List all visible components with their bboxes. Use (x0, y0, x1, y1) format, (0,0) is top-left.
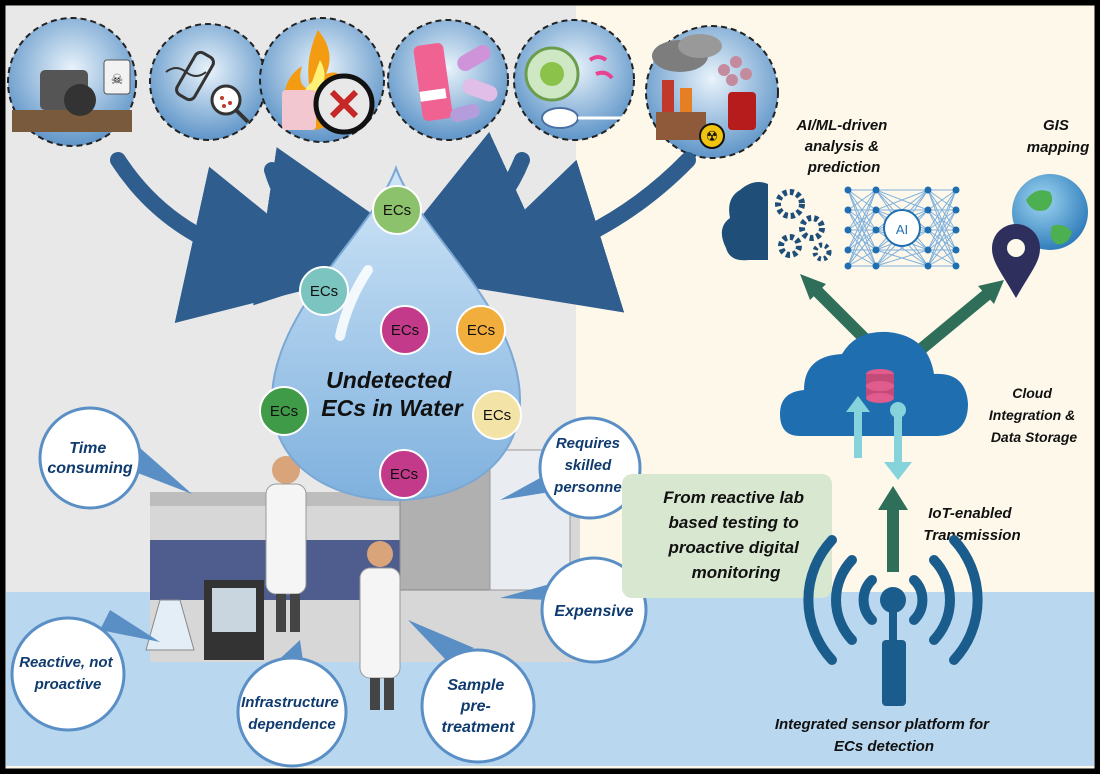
ec-bubble: ECs (456, 305, 506, 355)
svg-text:Requires skilled: Requires skilled personnel (553, 435, 627, 496)
svg-text:☢: ☢ (706, 128, 719, 144)
ec-bubble-label: ECs (270, 403, 298, 420)
pharmaceutical-pills-icon (387, 19, 509, 141)
callout-reactive-line2: proactive (34, 676, 102, 693)
brain-gear-icon (721, 182, 832, 262)
callout-reactive: Reactive, not proactive (10, 610, 160, 732)
callout-time-consuming: Time consuming (38, 406, 192, 510)
transition-line4: monitoring (692, 563, 781, 582)
cloud-block: Cloud Integration & Data Storage (780, 331, 1079, 480)
svg-text:Undetected ECs in Water: Undetected ECs in Water (321, 367, 463, 421)
gis-line2: mapping (1027, 139, 1090, 156)
ec-bubble-circle (379, 449, 429, 499)
callout-skilled-line1: Requires (556, 435, 620, 452)
limitation-callouts: Time consuming Requires skilled personne… (10, 406, 648, 768)
cloud-line1: Cloud (1012, 385, 1052, 401)
svg-text:Infrastructure depende: Infrastructure dependence (241, 694, 343, 733)
neural-network-icon: AI (844, 186, 960, 270)
ec-bubble: ECs (372, 185, 422, 235)
database-icon (866, 369, 894, 403)
ec-bubble-circle (372, 185, 422, 235)
callout-reactive-line1: Reactive, not (19, 654, 113, 671)
callout-infrastructure-line2: dependence (248, 716, 336, 733)
iot-block: IoT-enabled Transmission (923, 505, 1020, 544)
transition-line3: proactive digital (667, 538, 800, 557)
ec-bubble-circle (472, 390, 522, 440)
svg-text:IoT-enabled Transmission: IoT-enabled Transmission (923, 505, 1020, 544)
scientist-female (359, 541, 401, 710)
source-arrows (110, 131, 696, 323)
ai-badge: AI (896, 222, 908, 237)
ec-bubble-label: ECs (390, 466, 418, 483)
callout-expensive-text: Expensive (554, 603, 633, 620)
callout-sample-line2: pre- (460, 698, 491, 715)
callout-skilled-personnel: Requires skilled personnel (500, 416, 642, 520)
transition-box: From reactive lab based testing to proac… (622, 474, 832, 598)
sensor-block: Integrated sensor platform for ECs detec… (775, 535, 993, 755)
cloud-line3: Data Storage (991, 429, 1078, 445)
ec-bubble-circle (456, 305, 506, 355)
ec-bubble-circle (299, 266, 349, 316)
flame-retardant-icon (259, 17, 385, 143)
sensor-line1: Integrated sensor platform for (775, 716, 990, 733)
svg-text:GIS mapping: GIS mapping (1027, 117, 1090, 156)
svg-text:☠: ☠ (111, 71, 124, 87)
callout-skilled-line3: personnel (553, 479, 627, 496)
microplastic-bottle-icon (149, 23, 267, 141)
iot-line2: Transmission (923, 527, 1020, 544)
transition-line2: based testing to (668, 513, 798, 532)
ec-bubble-label: ECs (310, 283, 338, 300)
svg-text:Integrated sensor platform for: Integrated sensor platform for ECs detec… (775, 716, 993, 755)
callout-skilled-line2: skilled (565, 457, 613, 474)
ec-bubble: ECs (380, 305, 430, 355)
ai-ml-line2: analysis & (805, 138, 879, 155)
lab-scene (145, 449, 580, 710)
gis-block: GIS mapping (992, 117, 1089, 298)
callout-sample-line1: Sample (447, 677, 504, 694)
callout-infrastructure: Infrastructure dependence (236, 640, 348, 768)
svg-text:Reactive, not proactiv: Reactive, not proactive (19, 654, 117, 693)
ec-bubble: ECs (379, 449, 429, 499)
ai-ml-block: AI/ML-driven analysis & prediction AI (721, 117, 960, 270)
industrial-waste-icon: ☢ (645, 25, 779, 159)
callout-infrastructure-line1: Infrastructure (241, 694, 339, 711)
scientist-male (265, 456, 307, 632)
callout-time-line2: consuming (47, 460, 133, 477)
iot-line1: IoT-enabled (928, 505, 1012, 522)
callout-expensive: Expensive (500, 556, 648, 664)
ai-ml-line3: prediction (807, 159, 881, 176)
cloud-line2: Integration & (989, 407, 1075, 423)
sync-arrows-icon (846, 396, 912, 480)
ec-bubble: ECs (472, 390, 522, 440)
drop-title-line1: Undetected (326, 367, 452, 393)
ec-bubble-circle (259, 386, 309, 436)
svg-text:Time consuming: Time consuming (47, 440, 133, 477)
gis-line1: GIS (1043, 117, 1069, 134)
ec-bubble-label: ECs (391, 322, 419, 339)
ai-ml-line1: AI/ML-driven (795, 117, 887, 134)
ec-bubble-label: ECs (467, 322, 495, 339)
ec-bubble-label: ECs (383, 202, 411, 219)
source-circles: ☠ (7, 17, 779, 159)
svg-text:AI/ML-driven analysis &: AI/ML-driven analysis & prediction (795, 117, 891, 176)
ec-bubble: ECs (299, 266, 349, 316)
svg-text:Sample pre- tr: Sample pre- treatment (442, 677, 516, 736)
callout-time-line1: Time (69, 440, 106, 457)
transition-line1: From reactive lab (663, 488, 804, 507)
sensor-antenna-icon (803, 535, 983, 665)
svg-text:From reactive lab based: From reactive lab based testing to proac… (663, 488, 809, 582)
microorganism-icon (513, 19, 635, 141)
ec-bubble-circle (380, 305, 430, 355)
tractor-pesticide-icon: ☠ (7, 17, 137, 147)
location-pin-icon (992, 224, 1040, 298)
svg-text:Cloud Integration &: Cloud Integration & Data Storage (989, 385, 1079, 445)
callout-sample: Sample pre- treatment (408, 620, 536, 764)
drop-title-line2: ECs in Water (321, 395, 463, 421)
ec-bubble-label: ECs (483, 407, 511, 424)
callout-sample-line3: treatment (442, 719, 516, 736)
ec-bubble: ECs (259, 386, 309, 436)
sensor-line2: ECs detection (834, 738, 934, 755)
